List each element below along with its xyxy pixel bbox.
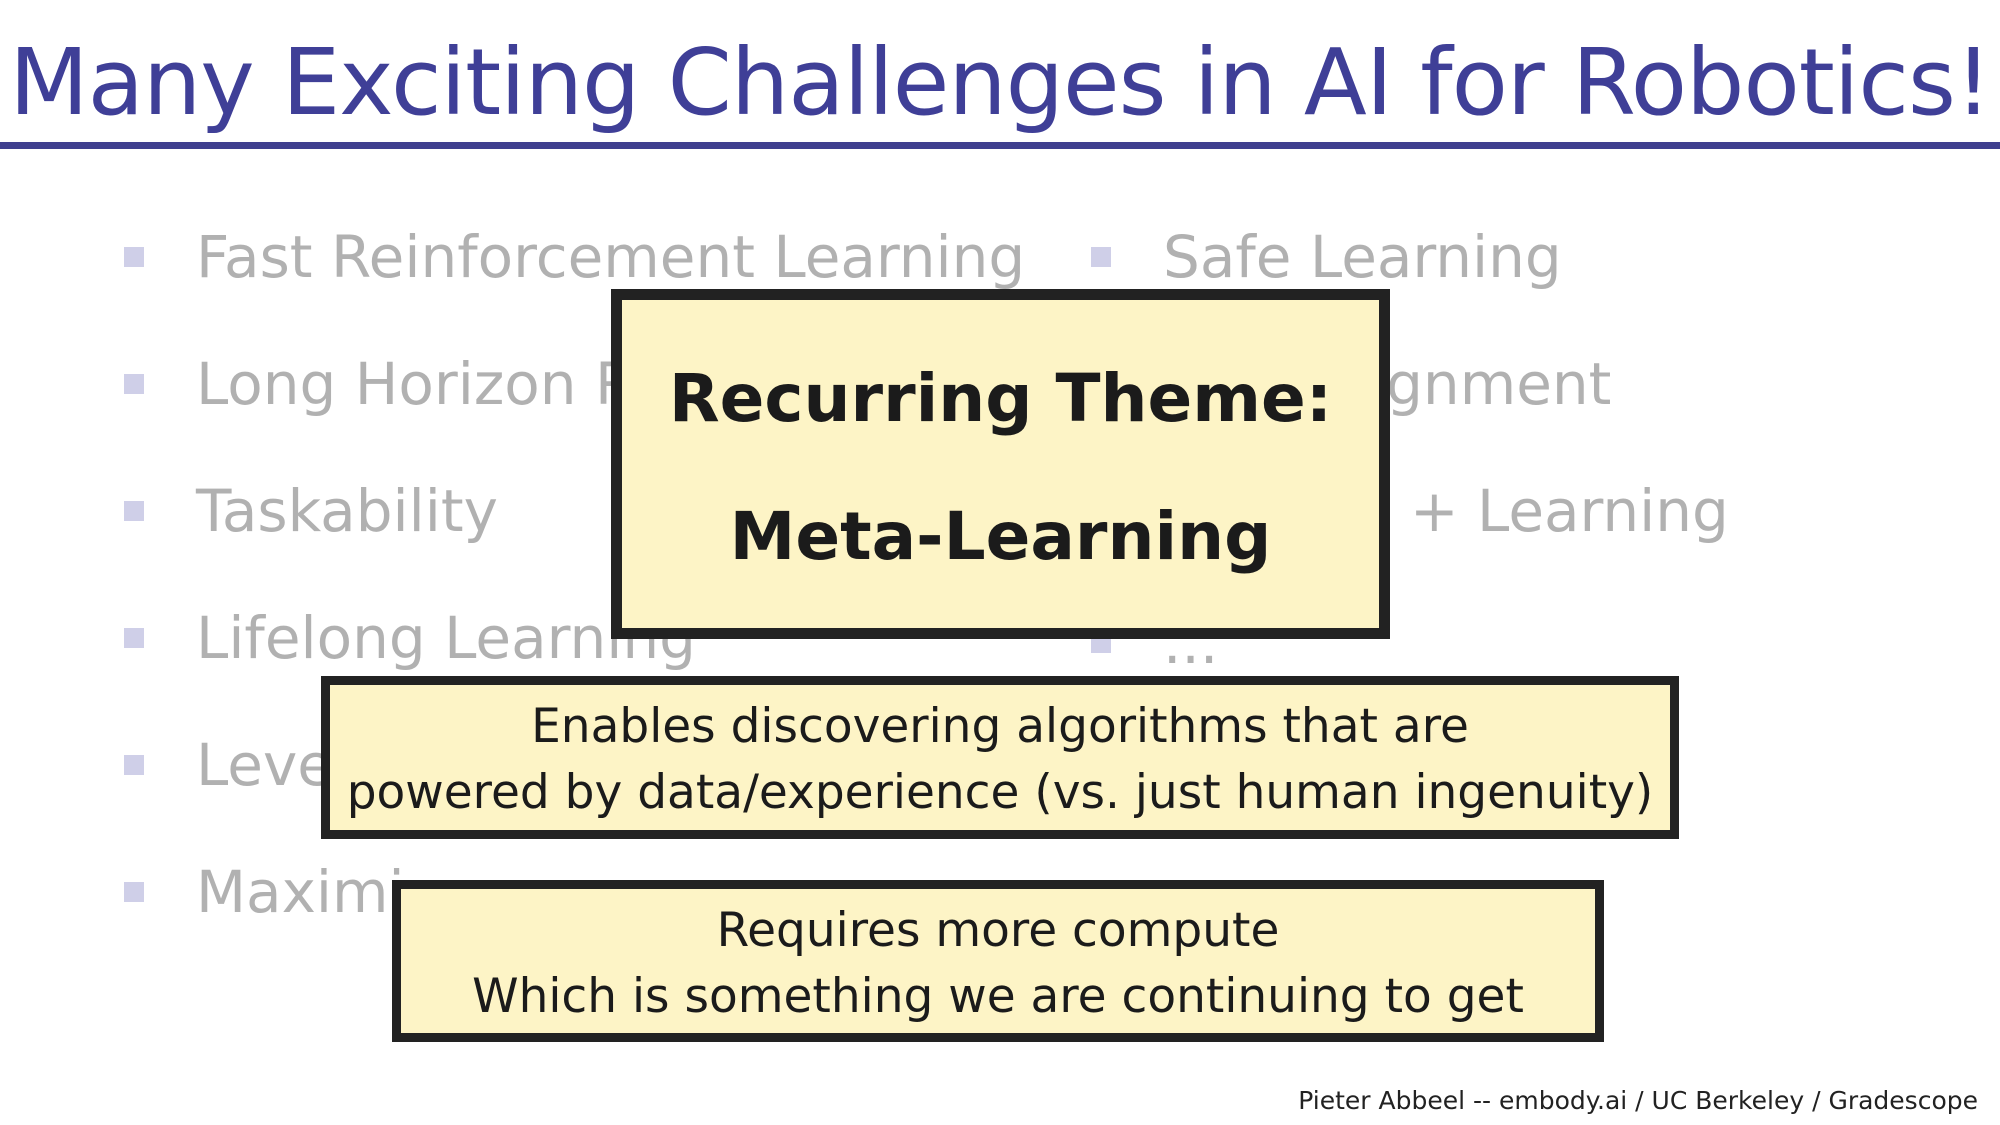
bullet-item: Maximi: [124, 857, 405, 927]
bullet-square-icon: [124, 882, 144, 902]
bullet-item: Safe Learning: [1091, 222, 1562, 292]
bullet-item: Fast Reinforcement Learning: [124, 222, 1025, 292]
bullet-label: Leve: [196, 731, 333, 799]
bullet-square-icon: [124, 501, 144, 521]
slide-title: Many Exciting Challenges in AI for Robot…: [9, 29, 1992, 136]
enables-line-2: powered by data/experience (vs. just hum…: [346, 765, 1654, 820]
bullet-label: Safe Learning: [1163, 223, 1562, 291]
bullet-label: + Learning: [1410, 477, 1729, 545]
bullet-square-icon: [124, 374, 144, 394]
bullet-item: Long Horizon Re: [124, 349, 668, 419]
bullet-label: Long Horizon Re: [196, 350, 669, 418]
compute-line-2: Which is something we are continuing to …: [472, 969, 1524, 1024]
theme-name: Meta-Learning: [729, 498, 1272, 575]
bullet-label: Maximi: [196, 858, 405, 926]
enables-callout-box: Enables discovering algorithms that are …: [321, 676, 1679, 839]
title-divider: [0, 142, 2000, 149]
bullet-label: ignment: [1370, 350, 1612, 418]
bullet-square-icon: [1091, 247, 1111, 267]
bullet-square-icon: [124, 247, 144, 267]
bullet-label: Taskability: [196, 477, 498, 545]
bullet-item: + Learning: [1410, 476, 1729, 546]
compute-line-1: Requires more compute: [716, 903, 1280, 958]
bullet-label: Fast Reinforcement Learning: [196, 223, 1026, 291]
compute-callout-box: Requires more compute Which is something…: [392, 880, 1604, 1042]
enables-line-1: Enables discovering algorithms that are: [531, 699, 1469, 754]
recurring-theme-box: Recurring Theme: Meta-Learning: [611, 289, 1390, 639]
theme-heading: Recurring Theme:: [668, 360, 1333, 437]
slide-footer: Pieter Abbeel -- embody.ai / UC Berkeley…: [1298, 1086, 1978, 1115]
bullet-square-icon: [124, 755, 144, 775]
bullet-item: Taskability: [124, 476, 498, 546]
bullet-item: Leve: [124, 730, 333, 800]
bullet-square-icon: [124, 628, 144, 648]
bullet-item: ignment: [1370, 349, 1611, 419]
